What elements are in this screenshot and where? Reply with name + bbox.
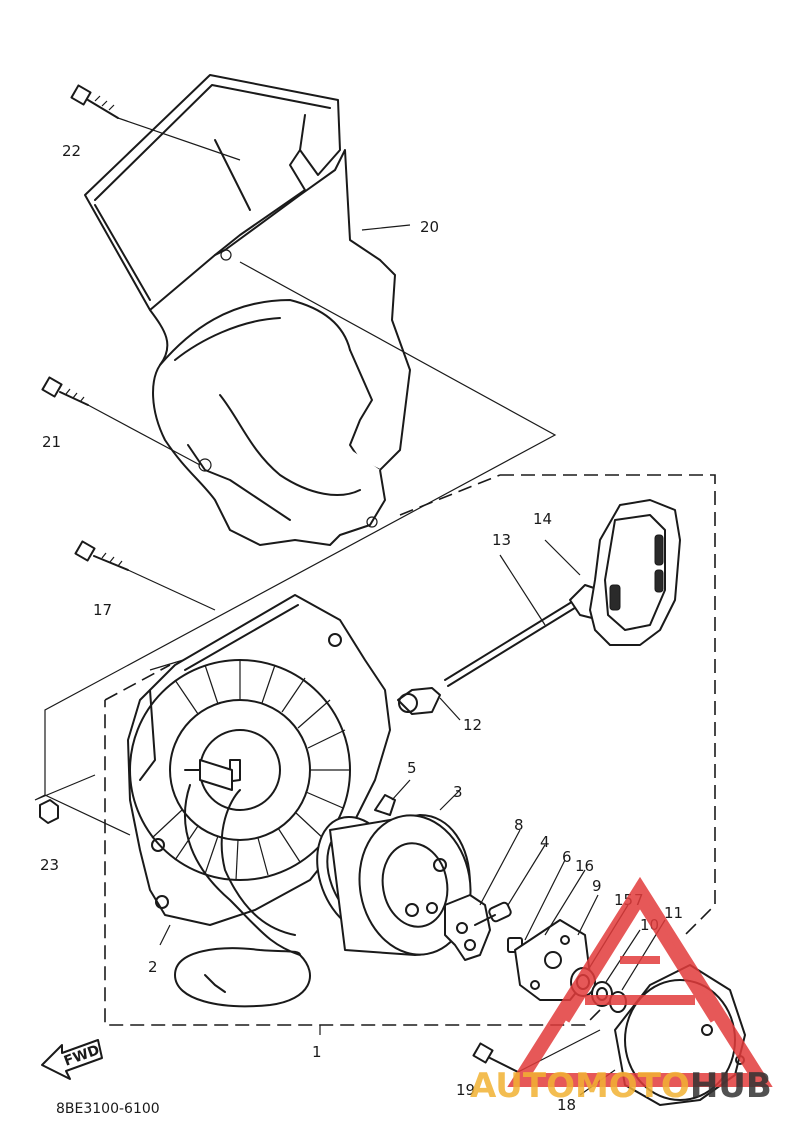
part-23-nut: [39, 799, 59, 824]
callout-2: 2: [148, 958, 158, 976]
callout-22: 22: [62, 142, 81, 160]
callout-17: 17: [93, 601, 112, 619]
fwd-arrow-icon: FWD: [41, 1039, 103, 1080]
callout-13: 13: [492, 531, 511, 549]
part-3-drive-pulley: [316, 789, 472, 956]
callout-18: 18: [557, 1096, 576, 1114]
part-21-bolt: [41, 376, 201, 466]
callout-21: 21: [42, 433, 61, 451]
part-code: 8BE3100-6100: [56, 1101, 160, 1117]
callout-5: 5: [407, 759, 417, 777]
leader-2: [159, 924, 171, 946]
callout-labels: 1 2 3 4 5 6 7 8 9 10 11 12 13 14 15 16 1…: [40, 142, 683, 1114]
part-22-bolt: [70, 84, 241, 161]
starter-rope: [174, 947, 311, 1008]
automotohub-watermark: AUTOMOTOHUB: [470, 876, 773, 1106]
callout-1: 1: [312, 1043, 322, 1061]
part-14-starter-handle: [544, 499, 681, 646]
callout-9: 9: [592, 877, 602, 895]
callout-14: 14: [533, 510, 552, 528]
leader-20: [361, 224, 411, 231]
assembly-1-boundary: [104, 474, 716, 1026]
part-12-rope-guide: [397, 687, 461, 721]
part-4-pawl-spring: [474, 844, 546, 926]
callout-12: 12: [463, 716, 482, 734]
callout-19: 19: [456, 1081, 475, 1099]
watermark-text: AUTOMOTOHUB: [470, 1066, 772, 1106]
callout-3: 3: [453, 783, 463, 801]
callout-11: 11: [664, 904, 683, 922]
part-8-pawl: [444, 829, 521, 961]
assembly-line: [44, 261, 557, 836]
part-5-spiral-spring: [374, 779, 411, 816]
part-20-air-shroud: [84, 74, 411, 546]
part-13-rope: [444, 554, 579, 687]
callout-4: 4: [540, 833, 550, 851]
callout-16: 16: [575, 857, 594, 875]
watermark-logo-icon: [507, 876, 773, 1087]
callout-6: 6: [562, 848, 572, 866]
callout-20: 20: [420, 218, 439, 236]
assembly-line: [34, 774, 96, 801]
part-17-bolt: [74, 540, 216, 611]
callout-23: 23: [40, 856, 59, 874]
callout-8: 8: [514, 816, 524, 834]
